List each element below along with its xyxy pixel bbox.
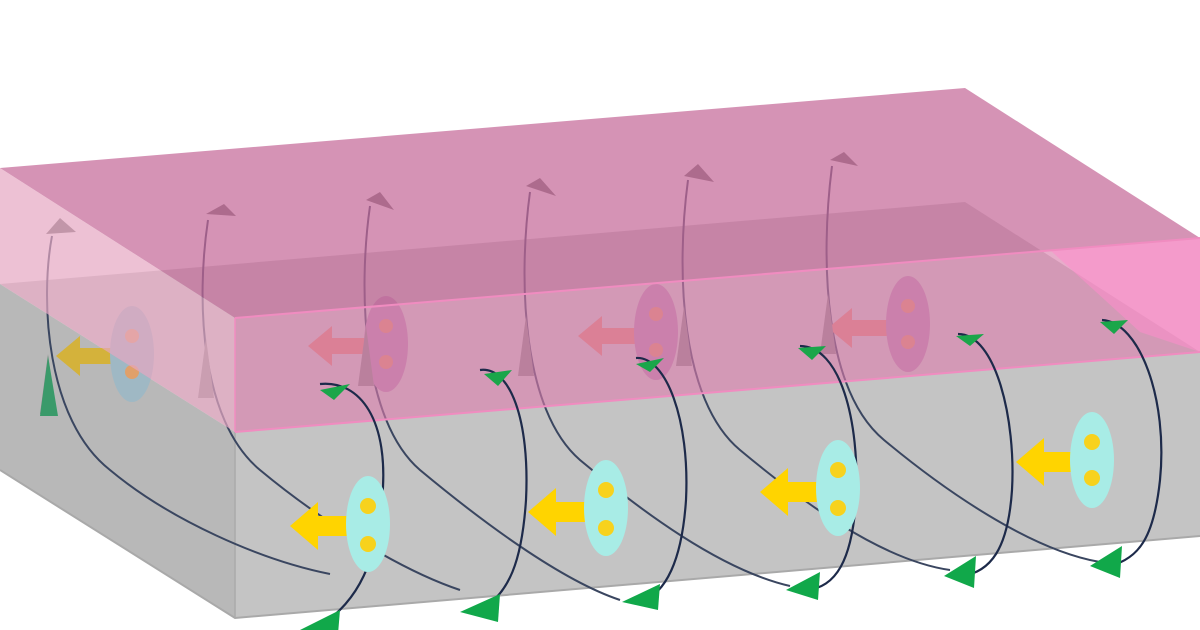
front-bottom-arrowheads (300, 546, 1122, 630)
dipole-dot (598, 482, 614, 498)
arrowhead-front-top (956, 334, 984, 346)
dipole-dot (830, 462, 846, 478)
dipole-ellipse (346, 476, 390, 572)
substrate-left-face (0, 284, 235, 618)
dipole-arrow (290, 502, 358, 550)
top-layer-top-face (0, 88, 1200, 318)
top-layer-left-face (0, 168, 235, 432)
dipole-front-3 (760, 440, 860, 536)
top-layer-edge-bottom (234, 351, 1200, 433)
dipole-front-2 (528, 460, 628, 556)
dipole-arrow (760, 468, 830, 516)
arrowhead-left-green (40, 356, 58, 416)
dipole-ellipse (816, 440, 860, 536)
dipole-dot (1084, 470, 1100, 486)
arrowhead-front-bottom (1090, 546, 1122, 578)
dipole-dot (360, 536, 376, 552)
dipole-ellipse (1070, 412, 1114, 508)
top-layer-edge (234, 237, 1200, 319)
dipole-dot (360, 498, 376, 514)
dipole-arrow (56, 336, 122, 376)
dipole-dot (598, 520, 614, 536)
front-top-arrowheads (320, 320, 1128, 400)
substrate-front-face (235, 352, 1200, 618)
dipole-dot (1084, 434, 1100, 450)
dipole-arrow (1016, 438, 1084, 486)
arrowhead-front-top (484, 370, 512, 386)
arrowhead-front-bottom (460, 594, 500, 622)
top-layer-right-highlight (1050, 238, 1200, 352)
dipole-front-4 (1016, 412, 1114, 508)
arrowhead-front-bottom (622, 584, 660, 610)
arrowhead-front-bottom (300, 610, 340, 630)
arrowhead-front-bottom (786, 572, 820, 600)
top-layer-front-face (235, 238, 1200, 432)
arrowhead-front-top (320, 384, 350, 400)
front-dipoles (290, 412, 1114, 572)
dipole-ellipse (584, 460, 628, 556)
arrowhead-front-top (798, 346, 826, 360)
dipole-front-1 (290, 476, 390, 572)
arrowhead-front-top (1100, 320, 1128, 334)
dipole-arrow (528, 488, 598, 536)
dipole-dot (830, 500, 846, 516)
arrowhead-front-bottom (944, 556, 976, 588)
arrowhead-front-top (636, 358, 664, 372)
